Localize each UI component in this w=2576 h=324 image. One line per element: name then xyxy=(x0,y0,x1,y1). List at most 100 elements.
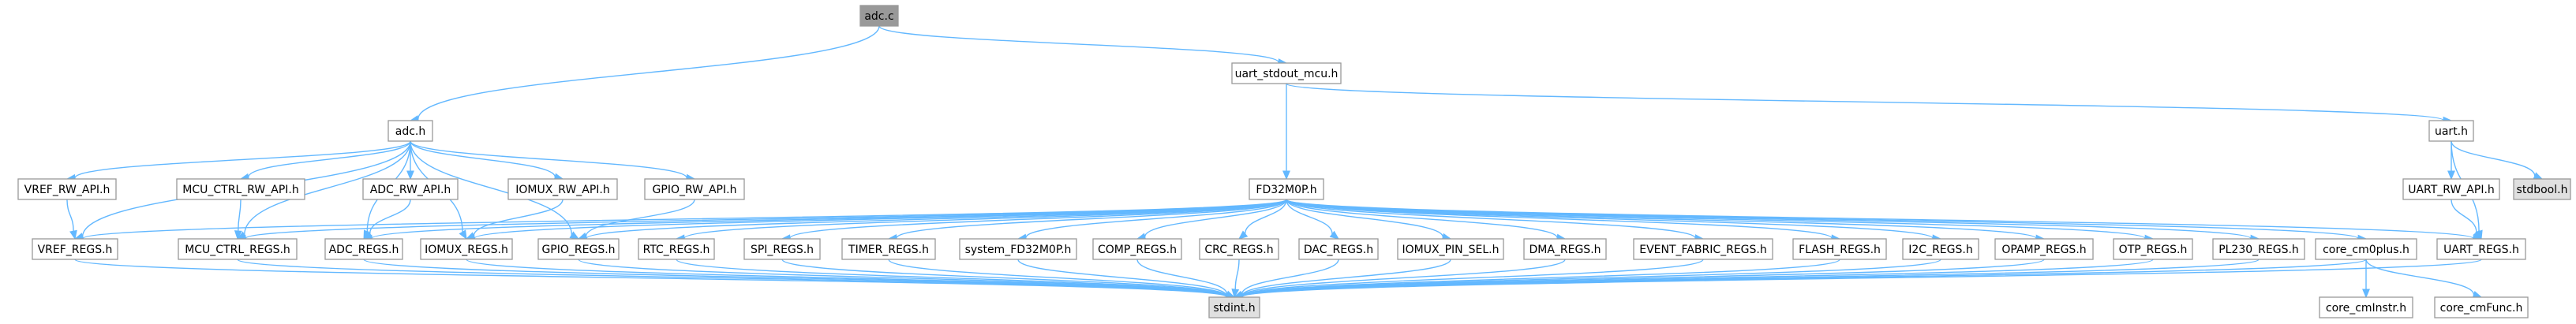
node-label: FD32M0P.h xyxy=(1256,184,1316,196)
edge-vref_regs_h-to-stdint_h xyxy=(74,259,1236,301)
node-mcu-ctrl-regs-h[interactable]: MCU_CTRL_REGS.h xyxy=(178,238,298,260)
node-iomux-rw-api-h[interactable]: IOMUX_RW_API.h xyxy=(507,178,618,200)
edge-adc_h-to-mcu_ctrl_rw_api_h xyxy=(239,140,411,181)
node-label: UART_RW_API.h xyxy=(2408,184,2495,196)
node-box xyxy=(1208,296,1260,318)
node-box xyxy=(1298,238,1379,260)
node-label: CRC_REGS.h xyxy=(1204,244,1273,256)
node-box xyxy=(1792,238,1887,260)
node-label: OPAMP_REGS.h xyxy=(2001,244,2086,256)
node-adc-h[interactable]: adc.h xyxy=(388,120,433,142)
node-crc-regs-h[interactable]: CRC_REGS.h xyxy=(1199,238,1279,260)
node-label: OTP_REGS.h xyxy=(2119,244,2188,256)
node-box xyxy=(1523,238,1607,260)
node-label: RTC_REGS.h xyxy=(643,244,710,256)
node-timer-regs-h[interactable]: TIMER_REGS.h xyxy=(841,238,936,260)
node-i2c-regs-h[interactable]: I2C_REGS.h xyxy=(1902,238,1979,260)
node-gpio-regs-h[interactable]: GPIO_REGS.h xyxy=(537,238,620,260)
node-label: GPIO_RW_API.h xyxy=(653,184,737,196)
node-label: stdbool.h xyxy=(2517,184,2568,196)
node-box xyxy=(2428,120,2474,142)
node-stdbool-h[interactable]: stdbool.h xyxy=(2513,178,2571,200)
node-label: IOMUX_PIN_SEL.h xyxy=(1402,244,1500,256)
edge-adc_h-to-vref_rw_api_h xyxy=(66,140,411,182)
node-vref-rw-api-h[interactable]: VREF_RW_API.h xyxy=(17,178,117,200)
node-spi-regs-h[interactable]: SPI_REGS.h xyxy=(743,238,821,260)
node-adc-regs-h[interactable]: ADC_REGS.h xyxy=(324,238,403,260)
node-stdint-h[interactable]: stdint.h xyxy=(1208,296,1260,318)
edge-adc_h-to-iomux_rw_api_h xyxy=(410,140,564,181)
node-label: IOMUX_REGS.h xyxy=(425,244,508,256)
node-box xyxy=(1902,238,1979,260)
node-box xyxy=(178,238,298,260)
node-box xyxy=(959,238,1077,260)
node-label: DMA_REGS.h xyxy=(1529,244,1601,256)
node-adc-rw-api-h[interactable]: ADC_RW_API.h xyxy=(362,178,459,200)
node-core-cm0plus-h[interactable]: core_cm0plus.h xyxy=(2315,238,2417,260)
node-box xyxy=(324,238,403,260)
node-uart-rw-api-h[interactable]: UART_RW_API.h xyxy=(2402,178,2500,200)
node-dma-regs-h[interactable]: DMA_REGS.h xyxy=(1523,238,1607,260)
node-event-fabric-regs-h[interactable]: EVENT_FABRIC_REGS.h xyxy=(1633,238,1773,260)
node-box xyxy=(2434,296,2529,318)
node-label: core_cm0plus.h xyxy=(2323,244,2409,256)
node-core-cminstr-h[interactable]: core_cmInstr.h xyxy=(2319,296,2413,318)
node-core-cmfunc-h[interactable]: core_cmFunc.h xyxy=(2434,296,2529,318)
node-box xyxy=(362,178,459,200)
node-label: SPI_REGS.h xyxy=(751,244,814,256)
node-box xyxy=(2315,238,2417,260)
node-label: ADC_RW_API.h xyxy=(370,184,451,196)
node-dac-regs-h[interactable]: DAC_REGS.h xyxy=(1298,238,1379,260)
node-pl230-regs-h[interactable]: PL230_REGS.h xyxy=(2212,238,2305,260)
node-iomux-regs-h[interactable]: IOMUX_REGS.h xyxy=(420,238,513,260)
node-opamp-regs-h[interactable]: OPAMP_REGS.h xyxy=(1994,238,2094,260)
node-label: FLASH_REGS.h xyxy=(1799,244,1881,256)
node-box xyxy=(1397,238,1504,260)
node-uart-h[interactable]: uart.h xyxy=(2428,120,2474,142)
node-label: I2C_REGS.h xyxy=(1908,244,1972,256)
node-uart-stdout-mcu-h[interactable]: uart_stdout_mcu.h xyxy=(1231,62,1342,84)
node-label: COMP_REGS.h xyxy=(1098,244,1177,256)
edges-layer xyxy=(66,25,2544,301)
node-label: ADC_REGS.h xyxy=(329,244,399,256)
node-flash-regs-h[interactable]: FLASH_REGS.h xyxy=(1792,238,1887,260)
edge-dma_regs_h-to-stdint_h xyxy=(1233,259,1566,300)
node-otp-regs-h[interactable]: OTP_REGS.h xyxy=(2113,238,2193,260)
node-adc-c[interactable]: adc.c xyxy=(859,5,899,27)
node-gpio-rw-api-h[interactable]: GPIO_RW_API.h xyxy=(644,178,745,200)
node-uart-regs-h[interactable]: UART_REGS.h xyxy=(2436,238,2526,260)
edge-mcu_ctrl_rw_api_h-to-mcu_ctrl_regs_h xyxy=(234,199,242,240)
node-label: DAC_REGS.h xyxy=(1304,244,1373,256)
node-mcu-ctrl-rw-api-h[interactable]: MCU_CTRL_RW_API.h xyxy=(176,178,305,200)
node-label: adc.h xyxy=(395,125,426,138)
node-label: uart.h xyxy=(2435,125,2468,138)
edge-uart_stdout_mcu_h-to-fd32m0p_h xyxy=(1282,84,1290,181)
node-label: EVENT_FABRIC_REGS.h xyxy=(1639,244,1767,256)
edge-fd32m0p_h-to-dac_regs_h xyxy=(1286,199,1340,240)
node-box xyxy=(2513,178,2571,200)
edge-fd32m0p_h-to-event_fabric_regs_h xyxy=(1286,199,1705,242)
node-box xyxy=(1994,238,2094,260)
node-label: core_cmFunc.h xyxy=(2440,302,2523,315)
node-vref-regs-h[interactable]: VREF_REGS.h xyxy=(32,238,118,260)
node-box xyxy=(2319,296,2413,318)
node-fd32m0p-h[interactable]: FD32M0P.h xyxy=(1249,178,1324,200)
node-comp-regs-h[interactable]: COMP_REGS.h xyxy=(1092,238,1182,260)
node-iomux-pin-sel-h[interactable]: IOMUX_PIN_SEL.h xyxy=(1397,238,1504,260)
node-box xyxy=(420,238,513,260)
edge-uart_h-to-stdbool_h xyxy=(2451,140,2544,180)
edge-uart_rw_api_h-to-uart_regs_h xyxy=(2451,199,2482,240)
edge-iomux_pin_sel_h-to-stdint_h xyxy=(1233,259,1451,300)
node-label: system_FD32M0P.h xyxy=(965,244,1072,256)
edge-fd32m0p_h-to-flash_regs_h xyxy=(1286,199,1841,243)
node-label: PL230_REGS.h xyxy=(2218,244,2299,256)
node-system-fd32m0p-h[interactable]: system_FD32M0P.h xyxy=(959,238,1077,260)
node-box xyxy=(1249,178,1324,200)
edge-core_cm0plus_h-to-core_cminstr_h xyxy=(2362,259,2370,299)
node-box xyxy=(2113,238,2193,260)
node-label: adc.c xyxy=(864,10,893,23)
node-box xyxy=(2436,238,2526,260)
edge-adc_c-to-adc_h xyxy=(409,25,880,123)
node-rtc-regs-h[interactable]: RTC_REGS.h xyxy=(638,238,715,260)
node-box xyxy=(1633,238,1773,260)
